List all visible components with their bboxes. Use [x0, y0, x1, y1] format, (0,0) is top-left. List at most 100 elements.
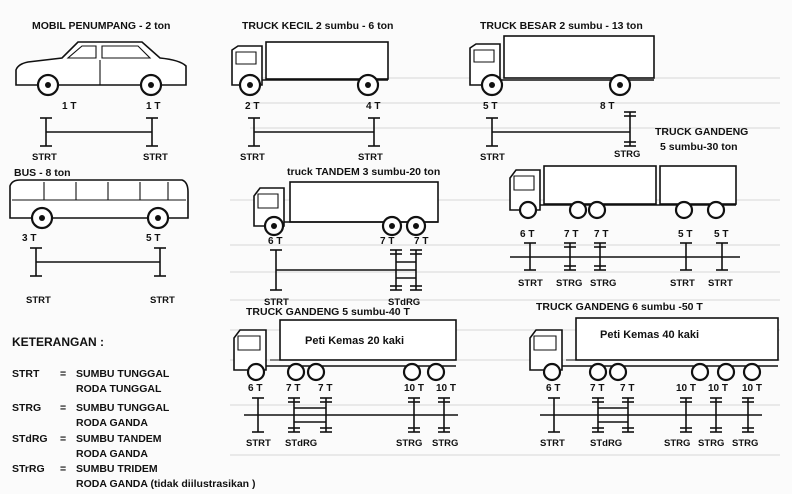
trailer40-load-5: 10 T [436, 383, 456, 394]
truck-small-group: TRUCK KECIL 2 sumbu - 6 ton 2 T 4 T STRT… [231, 20, 393, 163]
car-title: MOBIL PENUMPANG - 2 ton [32, 20, 170, 32]
truck-trailer5-axle-type-5: STRT [708, 278, 733, 289]
truck-big-axle-rear-type: STRG [614, 149, 640, 160]
legend-code-strrg: STrRG [12, 463, 45, 475]
truck-small-load-front: 2 T [245, 101, 259, 112]
legend-desc1-stdrg: SUMBU TANDEM [76, 433, 162, 445]
truck-trailer5-axle-type-2: STRG [556, 278, 582, 289]
trailer50-container-label: Peti Kemas 40 kaki [600, 329, 699, 341]
truck-small-axle-front-type: STRT [240, 152, 265, 163]
trailer40-title: TRUCK GANDENG 5 sumbu-40 T [246, 306, 411, 318]
trailer50-axle-type-3: STRG [664, 438, 690, 449]
trailer50-title: TRUCK GANDENG 6 sumbu -50 T [536, 301, 703, 313]
trailer40-axle-type-4: STRG [432, 438, 458, 449]
legend-desc2-strg: RODA GANDA [76, 417, 148, 429]
car-load-rear: 1 T [146, 101, 160, 112]
bus-title: BUS - 8 ton [14, 167, 71, 179]
trailer40-axle-type-3: STRG [396, 438, 422, 449]
truck-trailer5-title-line1: TRUCK GANDENG [655, 126, 748, 138]
trailer50-axle-diagram [540, 397, 762, 433]
trailer50-load-1: 6 T [546, 383, 560, 394]
legend-eq-stdrg: = [60, 433, 66, 445]
truck-trailer5-load-2: 7 T [564, 229, 578, 240]
trailer40-axle-diagram [244, 397, 458, 433]
trailer50-load-3: 7 T [620, 383, 634, 394]
car-load-front: 1 T [62, 101, 76, 112]
truck-tandem-title: truck TANDEM 3 sumbu-20 ton [287, 166, 440, 178]
truck-trailer5-group: TRUCK GANDENG 5 sumbu-30 ton 6 T 7 T 7 T… [509, 126, 748, 289]
truck-tandem-axle-type-2: STdRG [388, 297, 420, 308]
trailer50-axle-type-5: STRG [732, 438, 758, 449]
truck-trailer5-load-5: 5 T [714, 229, 728, 240]
bus-axle-front-type: STRT [26, 295, 51, 306]
trailer50-load-4: 10 T [676, 383, 696, 394]
trailer40-load-1: 6 T [248, 383, 262, 394]
truck-tandem-group: truck TANDEM 3 sumbu-20 ton 6 T 7 T 7 T … [253, 166, 440, 308]
truck-trailer5-icon [509, 165, 737, 220]
legend-code-strt: STRT [12, 368, 40, 380]
truck-small-title: TRUCK KECIL 2 sumbu - 6 ton [242, 20, 393, 32]
truck-big-axle-front-type: STRT [480, 152, 505, 163]
legend-desc2-strt: RODA TUNGGAL [76, 383, 162, 395]
trailer40-axle-type-1: STRT [246, 438, 271, 449]
car-axle-front-type: STRT [32, 152, 57, 163]
truck-trailer5-axle-diagram [510, 242, 740, 271]
truck-big-icon [469, 35, 655, 97]
trailer40-load-4: 10 T [404, 383, 424, 394]
legend-eq-strrg: = [60, 463, 66, 475]
truck-big-axle-diagram [486, 111, 636, 147]
legend-desc2-stdrg: RODA GANDA [76, 448, 148, 460]
truck-tandem-load-2: 7 T [380, 236, 394, 247]
trailer50-group: TRUCK GANDENG 6 sumbu -50 T Peti Kemas 4… [529, 301, 779, 449]
car-group: MOBIL PENUMPANG - 2 ton 1 T 1 T STRT STR… [15, 20, 187, 163]
truck-small-icon [231, 41, 389, 97]
legend-eq-strg: = [60, 402, 66, 414]
trailer50-load-2: 7 T [590, 383, 604, 394]
car-axle-diagram [40, 117, 158, 147]
legend-code-stdrg: STdRG [12, 433, 48, 445]
legend-eq-strt: = [60, 368, 66, 380]
trailer40-container-label: Peti Kemas 20 kaki [305, 335, 404, 347]
trailer50-axle-type-1: STRT [540, 438, 565, 449]
bus-load-rear: 5 T [146, 233, 160, 244]
trailer40-load-3: 7 T [318, 383, 332, 394]
truck-big-load-rear: 8 T [600, 101, 614, 112]
trailer50-load-5: 10 T [708, 383, 728, 394]
background-text-lines [230, 77, 780, 456]
truck-small-axle-diagram [248, 117, 380, 147]
legend-desc1-strrg: SUMBU TRIDEM [76, 463, 158, 475]
truck-trailer5-load-3: 7 T [594, 229, 608, 240]
trailer50-axle-type-2: STdRG [590, 438, 622, 449]
truck-trailer5-load-1: 6 T [520, 229, 534, 240]
trailer50-load-6: 10 T [742, 383, 762, 394]
truck-trailer5-axle-type-1: STRT [518, 278, 543, 289]
trailer50-icon [529, 317, 779, 382]
truck-tandem-axle-diagram [270, 249, 422, 291]
legend-code-strg: STRG [12, 402, 41, 414]
legend-desc2-strrg: RODA GANDA (tidak diilustrasikan ) [76, 478, 256, 490]
truck-trailer5-axle-type-3: STRG [590, 278, 616, 289]
truck-tandem-icon [253, 181, 439, 237]
trailer40-load-2: 7 T [286, 383, 300, 394]
truck-big-group: TRUCK BESAR 2 sumbu - 13 ton 5 T 8 T STR… [469, 20, 655, 163]
trailer40-icon [233, 319, 457, 382]
truck-tandem-axle-type-1: STRT [264, 297, 289, 308]
truck-small-load-rear: 4 T [366, 101, 380, 112]
truck-trailer5-title-line2: 5 sumbu-30 ton [660, 141, 738, 153]
car-icon [15, 41, 187, 97]
trailer40-axle-type-2: STdRG [285, 438, 317, 449]
legend: KETERANGAN : STRT = SUMBU TUNGGAL RODA T… [12, 335, 256, 490]
truck-tandem-load-1: 6 T [268, 236, 282, 247]
bus-group: BUS - 8 ton 3 T 5 T STRT STRT [9, 167, 189, 306]
trailer50-axle-type-4: STRG [698, 438, 724, 449]
truck-trailer5-load-4: 5 T [678, 229, 692, 240]
legend-desc1-strt: SUMBU TUNGGAL [76, 368, 170, 380]
bus-axle-rear-type: STRT [150, 295, 175, 306]
legend-heading: KETERANGAN : [12, 335, 104, 349]
truck-small-axle-rear-type: STRT [358, 152, 383, 163]
bus-axle-diagram [30, 247, 166, 277]
bus-icon [9, 179, 189, 230]
legend-desc1-strg: SUMBU TUNGGAL [76, 402, 170, 414]
